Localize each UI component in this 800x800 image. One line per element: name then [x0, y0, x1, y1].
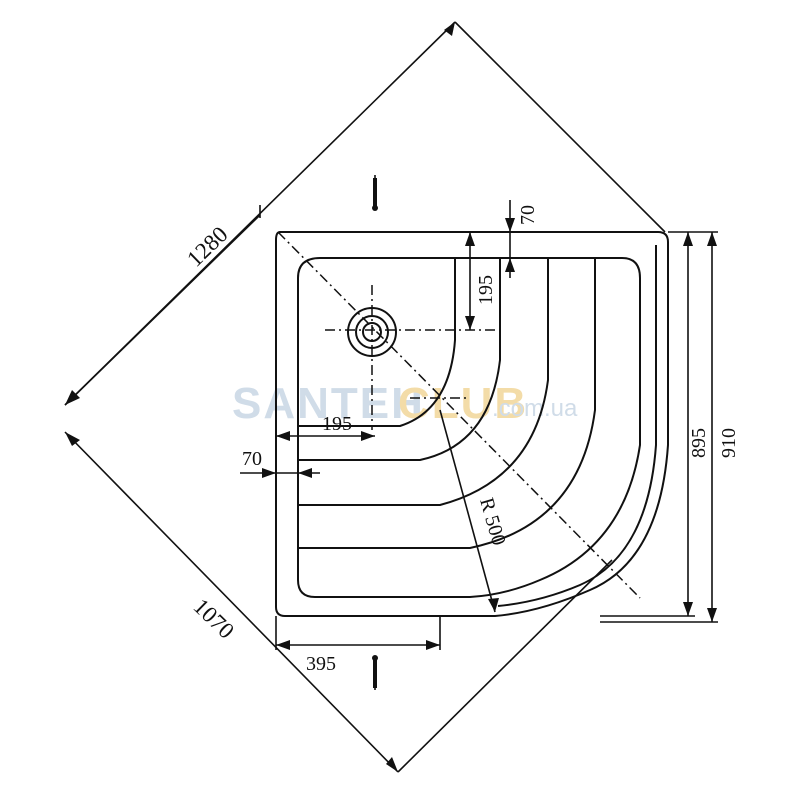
- dim-label-left-195: 195: [322, 413, 352, 435]
- watermark-brand-a: SANTEH: [232, 379, 425, 428]
- groove-1: [298, 258, 456, 427]
- dim-line-1070: [64, 431, 399, 773]
- groove-4: [298, 258, 596, 549]
- watermark-brand-b: CLUB: [398, 379, 528, 428]
- dim-label-395: 395: [306, 653, 336, 675]
- dim-label-top-70: 70: [517, 205, 539, 225]
- watermark-domain: .com.ua: [492, 395, 578, 422]
- diagonal-axis: [277, 231, 641, 599]
- dim-label-left-70: 70: [242, 448, 262, 470]
- watermark: SANTEH CLUB .com.ua: [232, 379, 578, 428]
- dim-label-895: 895: [688, 428, 710, 458]
- section-mark-top: [373, 178, 377, 206]
- section-mark-bottom: [373, 660, 377, 688]
- groove-3: [298, 258, 549, 506]
- tray-outer-outline: [275, 231, 669, 617]
- dim-label-radius: R 500: [475, 495, 509, 548]
- dim-label-910: 910: [718, 428, 740, 458]
- dim-line-radius: [439, 409, 496, 613]
- dim-label-top-195: 195: [475, 275, 497, 305]
- tray-inner-outline: [297, 257, 641, 598]
- groove-2: [298, 258, 501, 461]
